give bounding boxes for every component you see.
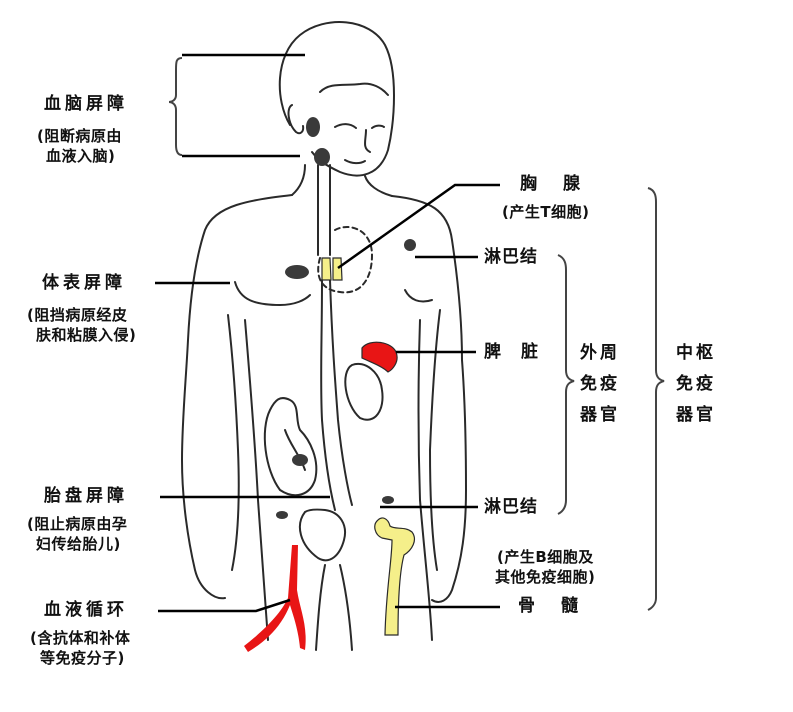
waist-right <box>417 319 433 641</box>
ear <box>287 104 305 135</box>
arm-left-inner <box>227 314 240 571</box>
group-peripheral-line3: 器官 <box>580 405 620 425</box>
brace-blood-brain <box>168 57 183 156</box>
kidney <box>344 362 384 421</box>
group-central-line2: 免疫 <box>676 374 716 394</box>
label-lymph-node-lower: 淋巴结 <box>484 497 538 517</box>
neck-left <box>291 164 306 196</box>
label-thymus-desc: (产生T细胞) <box>502 203 590 221</box>
label-blood-brain-barrier-desc-2: 血液入脑) <box>46 147 116 165</box>
label-skin-barrier-desc-1: (阻挡病原经皮 <box>27 306 128 324</box>
spleen-shape <box>361 341 398 373</box>
bone-marrow-shape <box>374 517 416 636</box>
nose <box>364 129 371 153</box>
label-placental-barrier-desc-2: 妇传给胎儿) <box>36 535 121 553</box>
eye-right <box>371 124 385 129</box>
label-bone-marrow-title: 骨髓 <box>518 596 604 616</box>
leader-thymus <box>337 183 500 270</box>
torso-left <box>181 194 293 600</box>
label-placental-barrier-title: 胎盘屏障 <box>44 486 128 506</box>
torso-right <box>391 195 467 603</box>
chest-right <box>404 289 433 303</box>
hair-line <box>319 82 389 96</box>
group-central-immune-organs: 中枢 免疫 器官 <box>676 338 716 431</box>
label-skin-barrier-title: 体表屏障 <box>42 273 126 293</box>
head-outline <box>278 21 395 177</box>
label-blood-circulation-title: 血液循环 <box>44 600 128 620</box>
label-blood-circulation-desc-2: 等免疫分子) <box>40 649 125 667</box>
label-blood-circulation-desc-1: (含抗体和补体 <box>30 629 131 647</box>
label-spleen: 脾脏 <box>484 342 558 362</box>
lymph-node-shapes <box>276 117 416 519</box>
label-blood-brain-barrier-title: 血脑屏障 <box>44 94 128 114</box>
heart-outline <box>317 226 373 294</box>
vena <box>329 279 353 506</box>
chest-left <box>234 281 311 306</box>
label-thymus-title: 胸腺 <box>520 174 606 194</box>
arm-right-inner <box>429 309 441 571</box>
group-peripheral-line1: 外周 <box>580 343 620 363</box>
neck-right <box>364 175 393 197</box>
bladder <box>298 508 346 562</box>
aorta <box>320 279 336 511</box>
brace-peripheral <box>557 254 575 515</box>
label-skin-barrier-desc-2: 肤和粘膜入侵) <box>36 326 137 344</box>
label-blood-brain-barrier-desc-1: (阻断病原由 <box>37 127 122 145</box>
label-bone-marrow-desc-1: (产生B细胞及 <box>497 548 594 566</box>
label-lymph-node-upper: 淋巴结 <box>484 247 538 267</box>
group-peripheral-immune-organs: 外周 免疫 器官 <box>580 338 620 431</box>
intestines <box>263 397 318 497</box>
mouth <box>344 159 366 165</box>
legs-inner-left <box>315 564 326 651</box>
brace-central <box>647 187 665 611</box>
label-bone-marrow-desc-2: 其他免疫细胞) <box>495 568 596 586</box>
legs-inner-right <box>339 564 353 651</box>
leader-blood-circulation <box>158 598 291 613</box>
group-central-line1: 中枢 <box>676 343 716 363</box>
trachea <box>317 164 331 256</box>
waist-left <box>244 319 269 641</box>
label-placental-barrier-desc-1: (阻止病原由孕 <box>27 515 128 533</box>
thymus-shape <box>321 257 343 281</box>
group-peripheral-line2: 免疫 <box>580 374 620 394</box>
eye-left <box>334 123 357 129</box>
blood-vessel-shape <box>244 545 306 652</box>
group-central-line3: 器官 <box>676 405 716 425</box>
